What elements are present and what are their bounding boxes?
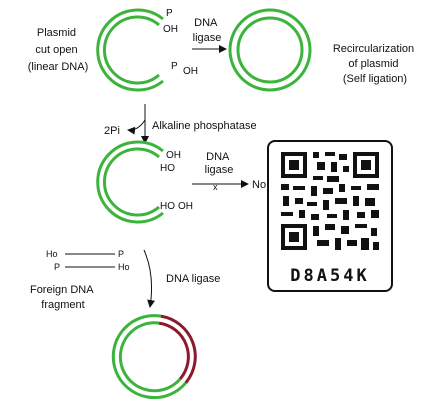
bottom-end-hydroxyl: OH (183, 66, 198, 77)
linear-plasmid-label-line-1: Plasmid (37, 27, 76, 39)
foreign-dna-label: Foreign DNA fragment (30, 284, 96, 311)
arrow3-label-line-2: ligase (205, 164, 234, 176)
dephosphorylated-inner-strand (102, 147, 160, 217)
linear-plasmid (96, 8, 164, 92)
recombinant-outer-plasmid-arc (111, 314, 187, 400)
step3-top-hydroxyl-inner: HO (160, 163, 175, 174)
top-end-phosphate: P (166, 8, 173, 19)
arrow1-label: DNA ligase (193, 17, 222, 44)
plasmid-outer-strand (96, 8, 164, 92)
recircularized-outer-strand (228, 8, 312, 92)
recombinant-outer-foreign-arc (160, 314, 197, 384)
arrow2-pi-label: 2Pi (104, 125, 120, 137)
recircularization-label-line-2: of plasmid (348, 58, 398, 70)
arrow3-label-line-1: DNA (206, 151, 230, 163)
top-end-hydroxyl: OH (163, 24, 178, 35)
dephosphorylated-outer-strand (96, 140, 164, 224)
qr-code-text: D8A54K (290, 266, 370, 286)
foreign-top-left-end: Ho (46, 249, 58, 259)
arrow3-blocked-mark: x (213, 182, 218, 192)
linear-plasmid-label-line-3: (linear DNA) (28, 61, 89, 73)
recombinant-plasmid (111, 314, 197, 400)
recircularization-label: Recircularization of plasmid (Self ligat… (333, 43, 417, 85)
foreign-dna-label-line-1: Foreign DNA (30, 284, 94, 296)
arrow2-label: Alkaline phosphatase (152, 120, 257, 132)
bottom-end-phosphate: P (171, 61, 178, 72)
arrow1-label-line-2: ligase (193, 32, 222, 44)
qr-code-watermark: D8A54K (267, 140, 393, 292)
foreign-dna-label-line-2: fragment (41, 299, 84, 311)
plasmid-inner-strand (102, 15, 160, 85)
recircularized-plasmid (228, 8, 312, 92)
arrow2-pi-branch (127, 119, 146, 135)
step3-top-hydroxyl-outer: OH (166, 150, 181, 161)
step3-bottom-hydroxyl-inner: HO (160, 201, 175, 212)
arrow3-result-label: No (252, 179, 266, 191)
linear-plasmid-label-line-2: cut open (35, 44, 77, 56)
linear-plasmid-label: Plasmid cut open (linear DNA) (28, 27, 89, 73)
recombinant-inner-foreign-arc (158, 321, 190, 380)
recircularized-inner-strand (236, 16, 304, 84)
foreign-bottom-left-end: P (54, 262, 60, 272)
step3-bottom-hydroxyl-outer: OH (178, 201, 193, 212)
arrow4-label: DNA ligase (166, 273, 220, 285)
qr-code-icon (277, 148, 383, 254)
recombinant-inner-plasmid-arc (118, 321, 182, 393)
foreign-bottom-right-end: Ho (118, 262, 130, 272)
arrow4-line (143, 249, 156, 308)
recircularization-label-line-1: Recircularization (333, 43, 414, 55)
foreign-top-right-end: P (118, 249, 124, 259)
arrow3-label: DNA ligase (205, 151, 234, 176)
dephosphorylated-plasmid (96, 140, 164, 224)
recircularization-label-line-3: (Self ligation) (343, 73, 407, 85)
arrow1-label-line-1: DNA (194, 17, 218, 29)
